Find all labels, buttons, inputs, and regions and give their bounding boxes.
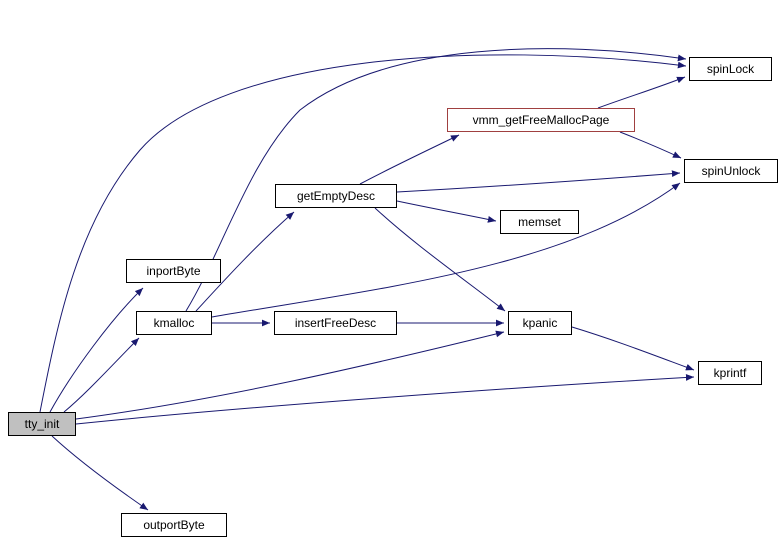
- node-memset[interactable]: memset: [500, 210, 579, 234]
- edge-tty_init-kprintf: [75, 374, 695, 425]
- node-inportbyte[interactable]: inportByte: [126, 259, 221, 283]
- node-tty-init[interactable]: tty_init: [8, 412, 76, 436]
- edge-tty_init-outportByte: [51, 435, 149, 511]
- edge-kpanic-kprintf: [571, 326, 695, 371]
- edge-kmalloc-getEmptyDesc: [195, 211, 295, 312]
- edge-tty_init-kpanic: [75, 330, 505, 420]
- node-spinunlock[interactable]: spinUnlock: [684, 159, 778, 183]
- edge-tty_init-kmalloc: [63, 337, 140, 413]
- edge-vmm_getFreeMallocPage-spinUnlock: [619, 131, 682, 159]
- edge-kmalloc-spinLock: [185, 48, 687, 312]
- edge-getEmptyDesc-vmm_getFreeMallocPage: [359, 134, 460, 185]
- node-spinlock[interactable]: spinLock: [689, 57, 772, 81]
- edge-getEmptyDesc-kpanic: [374, 207, 506, 312]
- node-insertfreedesc[interactable]: insertFreeDesc: [274, 311, 397, 335]
- edge-getEmptyDesc-memset: [396, 200, 497, 223]
- node-getemptydesc[interactable]: getEmptyDesc: [275, 184, 397, 208]
- edge-tty_init-spinLock: [39, 54, 687, 413]
- node-kpanic[interactable]: kpanic: [508, 311, 572, 335]
- edge-tty_init-inportByte: [49, 287, 144, 413]
- node-kmalloc[interactable]: kmalloc: [136, 311, 212, 335]
- edge-kmalloc-spinUnlock: [211, 182, 681, 318]
- node-vmm-getfreemallocpage[interactable]: vmm_getFreeMallocPage: [447, 108, 635, 132]
- edge-vmm_getFreeMallocPage-spinLock: [597, 76, 686, 109]
- node-outportbyte[interactable]: outportByte: [121, 513, 227, 537]
- edge-getEmptyDesc-spinUnlock: [396, 170, 681, 193]
- node-kprintf[interactable]: kprintf: [698, 361, 762, 385]
